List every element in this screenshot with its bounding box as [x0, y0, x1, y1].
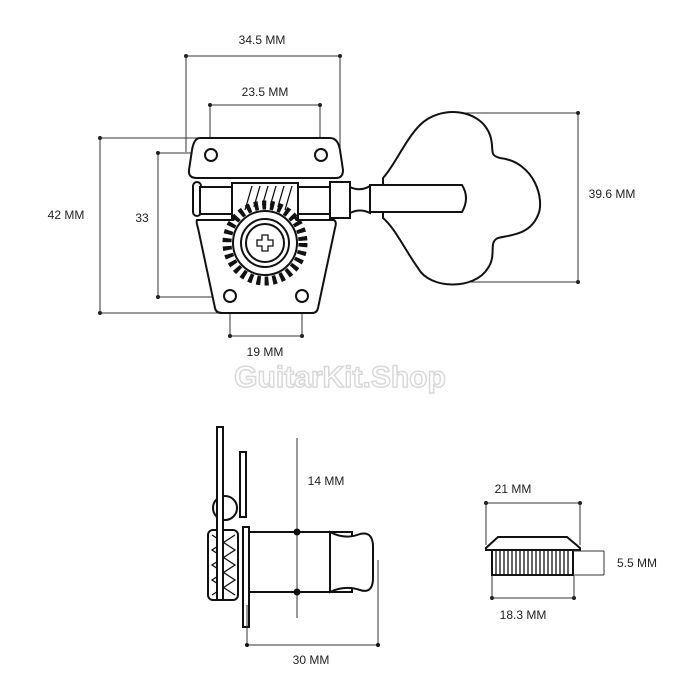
bushing-view: [484, 501, 605, 600]
bottom-hole-spacing-label: 19 MM: [247, 345, 284, 359]
mount-hole-icon: [223, 289, 237, 303]
hole-vertical-spacing-label: 33: [135, 211, 149, 225]
tuner-post: [369, 184, 467, 213]
top-plate: [187, 137, 345, 179]
bushing-top-width-label: 21 MM: [495, 482, 532, 496]
plate-width-label: 34.5 MM: [239, 33, 286, 47]
dimension-lines-front: [98, 54, 580, 338]
tuner-side-view: [207, 426, 380, 647]
key-height-label: 39.6 MM: [589, 187, 636, 201]
plate-height-label: 42 MM: [48, 208, 85, 222]
mount-hole-icon: [204, 148, 218, 162]
screw-plus-icon: [256, 234, 274, 252]
bushing-bottom-width-label: 18.3 MM: [500, 608, 547, 622]
tuner-front-view: [187, 111, 542, 314]
mount-hole-icon: [314, 148, 328, 162]
gear-icon: [222, 200, 308, 286]
mount-hole-icon: [295, 289, 309, 303]
top-hole-spacing-label: 23.5 MM: [242, 85, 289, 99]
post-length-label: 30 MM: [293, 653, 330, 667]
watermark: GuitarKit.Shop: [234, 361, 446, 394]
bushing-height-label: 5.5 MM: [617, 556, 657, 570]
post-diameter-label: 14 MM: [308, 474, 345, 488]
